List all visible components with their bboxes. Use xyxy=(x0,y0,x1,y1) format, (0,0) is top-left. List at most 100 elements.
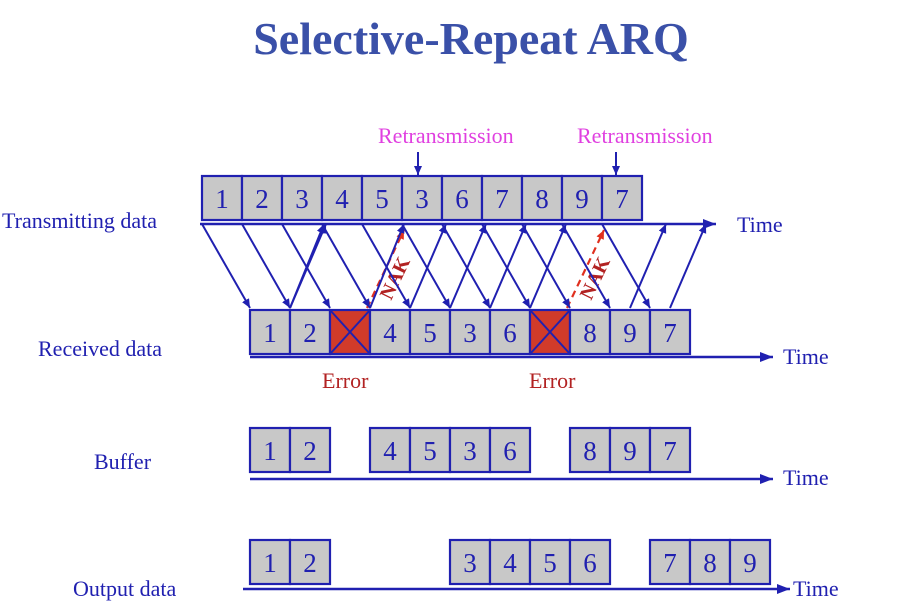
received-data-label: Received data xyxy=(38,336,162,361)
ack-arrow xyxy=(669,223,707,309)
frame-arrow xyxy=(401,223,451,309)
buffer-frame xyxy=(648,426,692,474)
output-frame-label: 5 xyxy=(543,548,557,578)
tx-frame-label: 6 xyxy=(455,184,469,214)
rx-frame-label: 7 xyxy=(663,318,677,348)
signal-arrows xyxy=(201,223,707,309)
frame-arrow xyxy=(561,223,611,309)
frame-arrow xyxy=(521,223,571,309)
buffer-frame-label: 2 xyxy=(303,436,317,466)
output-data-label: Output data xyxy=(73,576,176,601)
frame-arrow xyxy=(441,223,491,309)
rx-frame-label: 4 xyxy=(383,318,397,348)
rx-frame-label: 9 xyxy=(623,318,637,348)
buffer-frame-label: 7 xyxy=(663,436,677,466)
buffer-time-label: Time xyxy=(783,465,829,490)
rx-frame-label: 8 xyxy=(583,318,597,348)
rx-frame xyxy=(488,308,532,356)
error-label: Error xyxy=(322,368,369,393)
tx-frame-label: 2 xyxy=(255,184,269,214)
frame-arrow xyxy=(321,223,371,309)
buffer-frame xyxy=(568,426,612,474)
rx-frame-label: 1 xyxy=(263,318,277,348)
rx-frame xyxy=(648,308,692,356)
buffer-label: Buffer xyxy=(94,449,152,474)
buffer-frame xyxy=(448,426,492,474)
tx-frame-label: 7 xyxy=(495,184,509,214)
output-frame xyxy=(568,538,612,586)
output-frame-label: 3 xyxy=(463,548,477,578)
ack-arrow xyxy=(369,223,405,309)
tx-frame-label: 1 xyxy=(215,184,229,214)
output-frame-label: 7 xyxy=(663,548,677,578)
rx-frame xyxy=(368,308,412,356)
tx-frame xyxy=(440,174,484,222)
transmit-time-label: Time xyxy=(737,212,783,237)
frame-arrow xyxy=(481,223,531,309)
tx-frame-label: 3 xyxy=(415,184,429,214)
ack-arrow xyxy=(489,223,527,309)
ack-arrow xyxy=(529,223,567,309)
output-frame xyxy=(528,538,572,586)
error-cross-line xyxy=(529,309,571,355)
output-frame xyxy=(728,538,772,586)
tx-frame-label: 8 xyxy=(535,184,549,214)
nak-arrow xyxy=(566,229,605,309)
tx-frame-label: 4 xyxy=(335,184,349,214)
nak-label: NAK xyxy=(576,253,615,303)
tx-frame xyxy=(600,174,644,222)
buffer-frame-label: 3 xyxy=(463,436,477,466)
ack-arrow xyxy=(629,223,667,309)
buffer-frame-label: 9 xyxy=(623,436,637,466)
rx-frame xyxy=(448,308,492,356)
nak-arrow xyxy=(366,229,405,309)
buffer-frame-label: 8 xyxy=(583,436,597,466)
output-frame-label: 9 xyxy=(743,548,757,578)
error-cross-line xyxy=(329,309,371,355)
tx-frame-label: 9 xyxy=(575,184,589,214)
output-frame xyxy=(448,538,492,586)
frame-arrow xyxy=(241,223,291,309)
rx-frame-label: 5 xyxy=(423,318,437,348)
output-frame xyxy=(288,538,332,586)
buffer-frame xyxy=(608,426,652,474)
frame-arrow xyxy=(201,223,251,309)
output-frame xyxy=(488,538,532,586)
output-time-label: Time xyxy=(793,576,839,601)
output-frame xyxy=(688,538,732,586)
tx-frame xyxy=(560,174,604,222)
received-time-label: Time xyxy=(783,344,829,369)
buffer-frame-label: 4 xyxy=(383,436,397,466)
rx-frame xyxy=(408,308,452,356)
tx-frame-label: 3 xyxy=(295,184,309,214)
ack-arrow xyxy=(289,223,325,309)
tx-frame xyxy=(520,174,564,222)
buffer-frame-label: 6 xyxy=(503,436,517,466)
rx-frame-label: 6 xyxy=(503,318,517,348)
error-label: Error xyxy=(529,368,576,393)
frame-arrow xyxy=(601,223,651,309)
buffer-frame-label: 5 xyxy=(423,436,437,466)
tx-frame xyxy=(400,174,444,222)
buffer-frame xyxy=(288,426,332,474)
rx-frame-label: 2 xyxy=(303,318,317,348)
tx-frame-label: 5 xyxy=(375,184,389,214)
transmitting-data-label: Transmitting data xyxy=(2,208,157,233)
tx-frame xyxy=(320,174,364,222)
output-frame-label: 4 xyxy=(503,548,517,578)
ack-arrow xyxy=(409,223,447,309)
tx-frame-label: 7 xyxy=(615,184,629,214)
buffer-frame xyxy=(488,426,532,474)
rx-frame xyxy=(248,308,292,356)
rx-frame-label: 3 xyxy=(463,318,477,348)
retransmission-label: Retransmission xyxy=(577,123,713,148)
buffer-frame-label: 1 xyxy=(263,436,277,466)
output-frame-label: 8 xyxy=(703,548,717,578)
output-frame-label: 2 xyxy=(303,548,317,578)
output-frame-label: 6 xyxy=(583,548,597,578)
ack-arrow xyxy=(449,223,487,309)
diagram-title: Selective-Repeat ARQ xyxy=(253,13,689,64)
output-frame-label: 1 xyxy=(263,548,277,578)
